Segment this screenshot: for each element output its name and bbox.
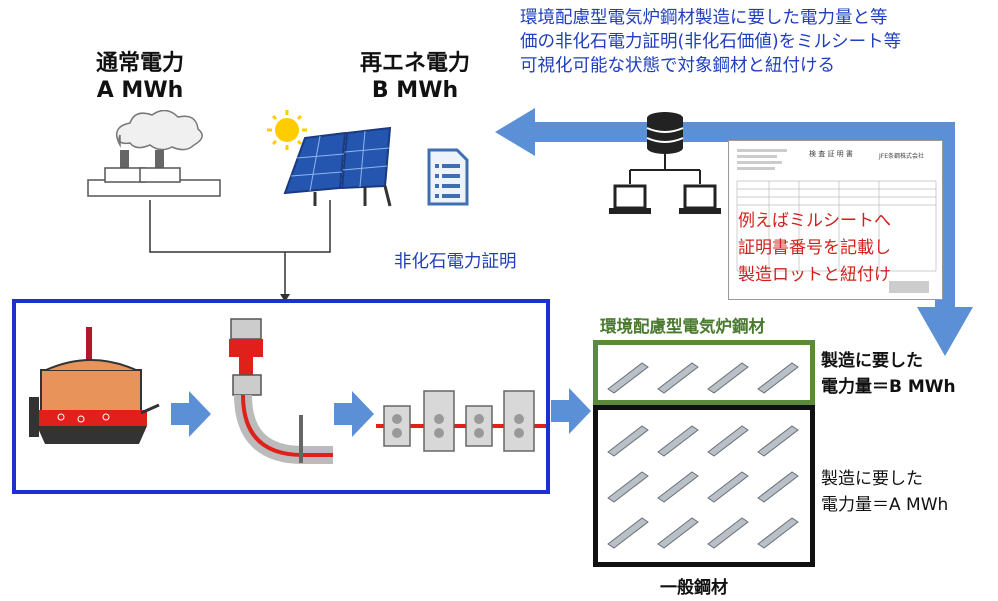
- factory-icon: [80, 110, 230, 200]
- renewable-power-label: 再エネ電力 B MWh: [330, 50, 500, 104]
- mill-sheet-note-line-2: 証明書番号を記載し: [738, 238, 891, 258]
- steel-beam-icons: [607, 362, 799, 394]
- top-note-line-2: 価の非化石電力証明(非化石価値)をミルシート等: [520, 32, 902, 52]
- renewable-power-title: 再エネ電力: [359, 51, 470, 76]
- mill-sheet-note-line-3: 製造ロットと紐付け: [738, 265, 891, 285]
- normal-power-label: 通常電力 A MWh: [60, 50, 220, 104]
- general-energy-line-1: 製造に要した: [821, 469, 923, 489]
- normal-power-amount: A MWh: [96, 78, 184, 103]
- top-note-line-3: 可視化可能な状態で対象鋼材と紐付ける: [520, 56, 835, 76]
- document-icon: [427, 148, 469, 206]
- source-connector-lines: [149, 200, 331, 302]
- certificate-label: 非化石電力証明: [394, 252, 517, 272]
- top-note: 環境配慮型電気炉鋼材製造に要した電力量と等 価の非化石電力証明(非化石価値)をミ…: [520, 6, 995, 78]
- mill-sheet-title: 検 査 証 明 書: [809, 150, 853, 158]
- mill-sheet-note-line-1: 例えばミルシートへ: [738, 211, 891, 231]
- general-steel-beam-icons: [607, 425, 799, 549]
- continuous-caster-icon: [211, 315, 341, 465]
- general-energy-line-2: 電力量＝A MWh: [821, 495, 949, 515]
- process-arrow-3: [551, 388, 591, 434]
- process-arrow-2: [334, 391, 374, 437]
- top-note-line-1: 環境配慮型電気炉鋼材製造に要した電力量と等: [520, 8, 888, 28]
- green-energy-line-2: 電力量＝B MWh: [821, 377, 956, 397]
- process-arrow-1: [171, 391, 211, 437]
- green-energy-line-1: 製造に要した: [821, 351, 923, 371]
- general-steel-title: 一般鋼材: [660, 578, 728, 598]
- general-energy-label: 製造に要した 電力量＝A MWh: [821, 466, 948, 518]
- green-steel-title: 環境配慮型電気炉鋼材: [600, 317, 765, 336]
- green-steel-box: [593, 340, 815, 405]
- rolling-mill-icon: [376, 381, 546, 461]
- electric-furnace-icon: [21, 325, 161, 455]
- renewable-power-amount: B MWh: [371, 78, 459, 103]
- green-energy-label: 製造に要した 電力量＝B MWh: [821, 348, 956, 400]
- manufacturing-process-box: [12, 299, 550, 494]
- solar-panel-icon: [265, 108, 400, 208]
- mill-sheet-document: 検 査 証 明 書 JFE条鋼株式会社: [728, 140, 943, 300]
- mill-sheet-company: JFE条鋼株式会社: [879, 153, 925, 160]
- general-steel-box: [593, 405, 815, 567]
- normal-power-title: 通常電力: [95, 51, 184, 76]
- network-icon: [605, 108, 725, 228]
- mill-sheet-note: 例えばミルシートへ 証明書番号を記載し 製造ロットと紐付け: [738, 208, 938, 289]
